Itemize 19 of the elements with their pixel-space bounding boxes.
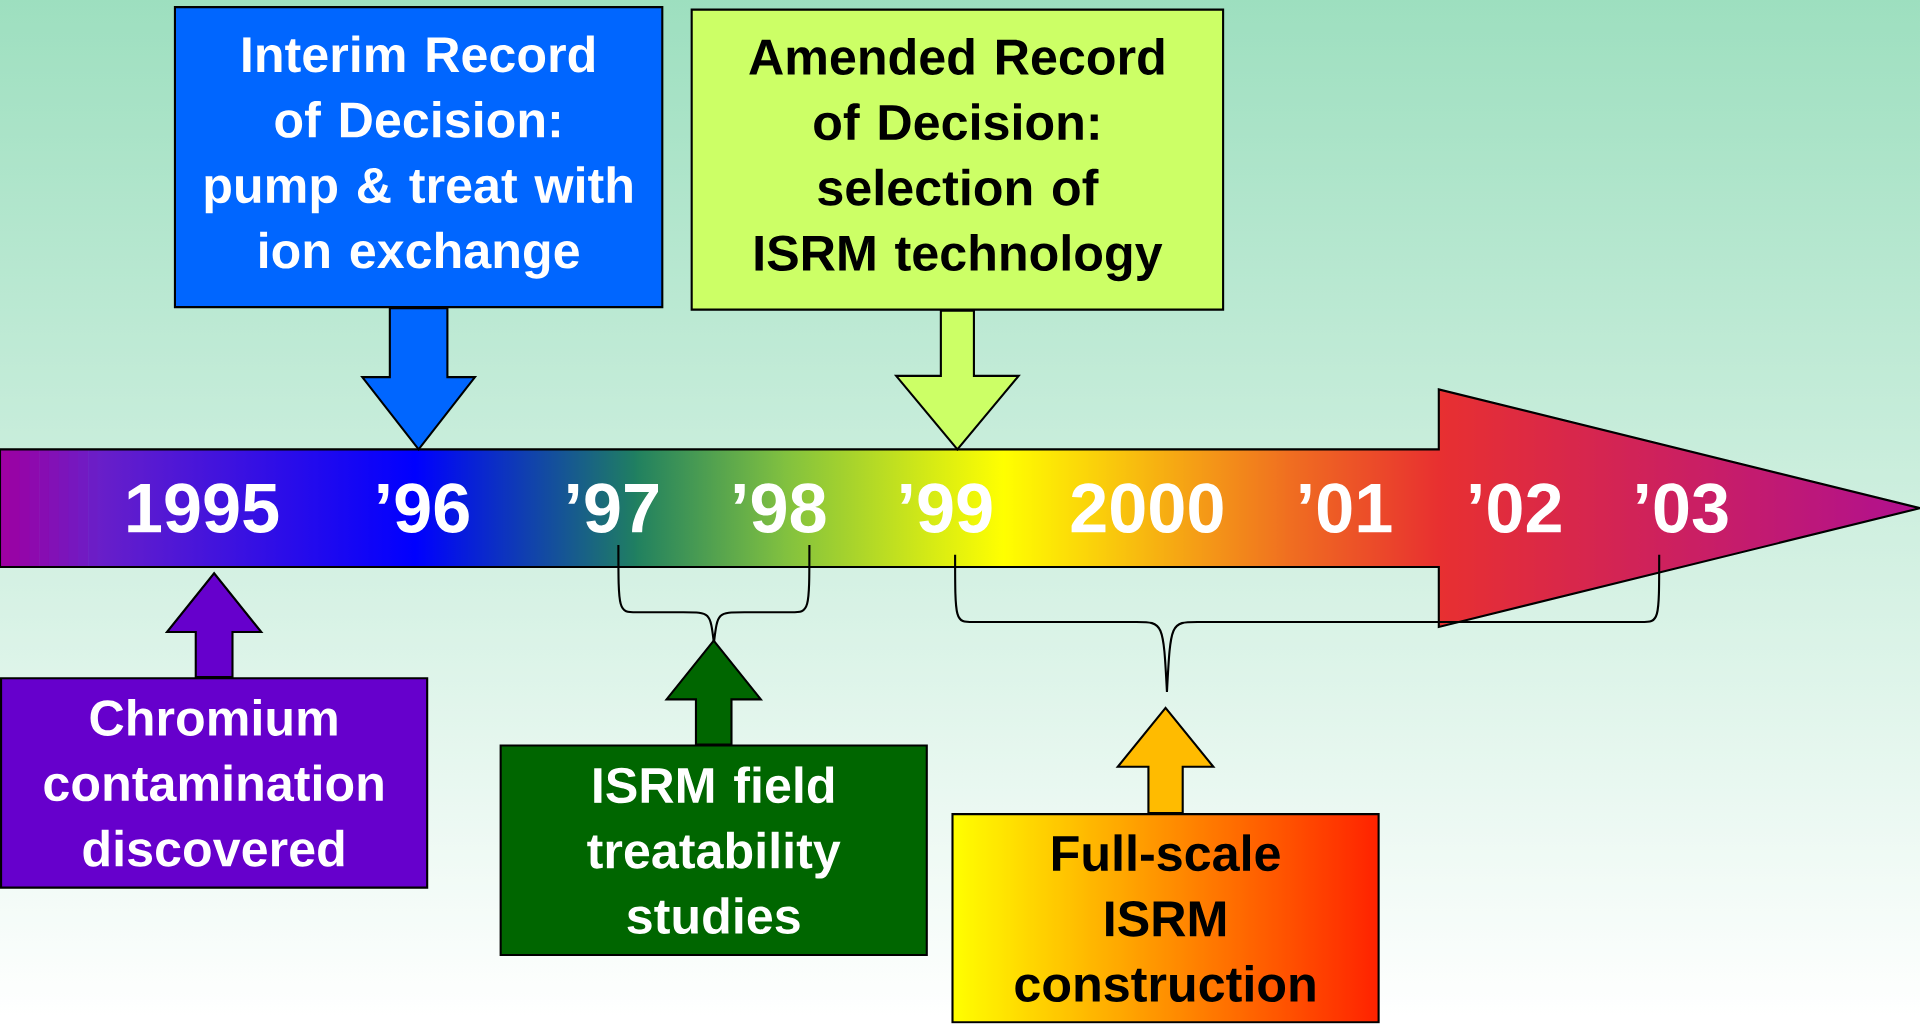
year-label: ’01	[1300, 483, 1392, 534]
year-label: ’96	[378, 483, 469, 534]
year-label: ’99	[901, 483, 992, 534]
year-label: ’97	[568, 483, 658, 534]
year-label: ’98	[734, 483, 826, 534]
block-arrow	[893, 309, 1021, 452]
event-box: ISRM field treatability studies	[499, 744, 928, 957]
event-box: Chromium contamination discovered	[0, 677, 429, 889]
block-arrow	[664, 639, 764, 746]
decision-box: Amended Record of Decision: selection of ISRM technology	[690, 8, 1225, 311]
block-arrow	[164, 571, 264, 679]
block-arrow	[360, 307, 478, 452]
year-label: ’02	[1470, 483, 1561, 534]
year-label: 2000	[1071, 483, 1223, 534]
year-label: ’03	[1637, 483, 1728, 534]
decision-box: Interim Record of Decision: pump & treat with ion exchange	[173, 6, 664, 309]
block-arrow	[1115, 706, 1216, 815]
year-label: 1995	[128, 483, 279, 534]
event-box: Full-scale ISRM construction	[951, 813, 1380, 1024]
